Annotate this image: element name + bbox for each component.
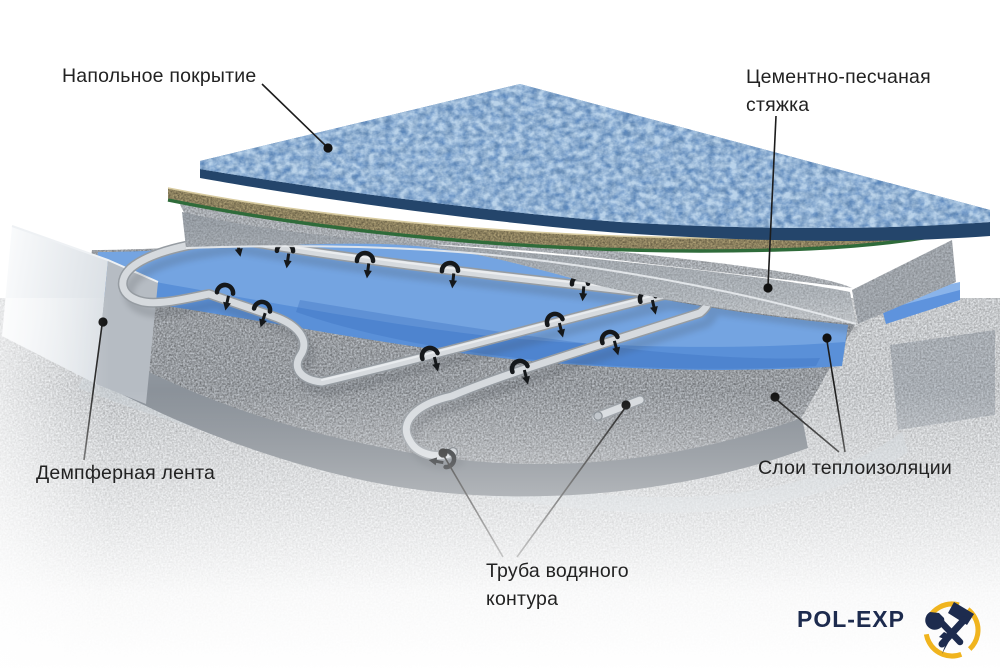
logo-wordmark: POL-EXP xyxy=(797,606,905,632)
leader-line-floor-covering xyxy=(261,83,327,147)
wrench-hammer-icon xyxy=(923,601,981,659)
wrench-head xyxy=(925,612,945,630)
carpet-layer xyxy=(200,84,990,242)
label-insulation: Слои теплоизоляции xyxy=(758,457,952,479)
wrench-handle xyxy=(936,617,964,646)
leader-line-screed xyxy=(767,115,777,287)
carpet-edge xyxy=(200,169,990,242)
label-floor-covering: Напольное покрытие xyxy=(62,65,257,87)
lightning-detail xyxy=(939,632,952,654)
label-damper-tape: Демпферная лента xyxy=(36,462,216,484)
ground-fade-left xyxy=(0,298,110,672)
hammer-head xyxy=(948,602,974,625)
ground-fade-bottom xyxy=(0,390,1000,672)
label-pipe: Труба водяного контура xyxy=(486,560,629,610)
label-screed: Цементно-песчаная стяжка xyxy=(746,66,931,116)
green-trim-line xyxy=(167,198,973,253)
